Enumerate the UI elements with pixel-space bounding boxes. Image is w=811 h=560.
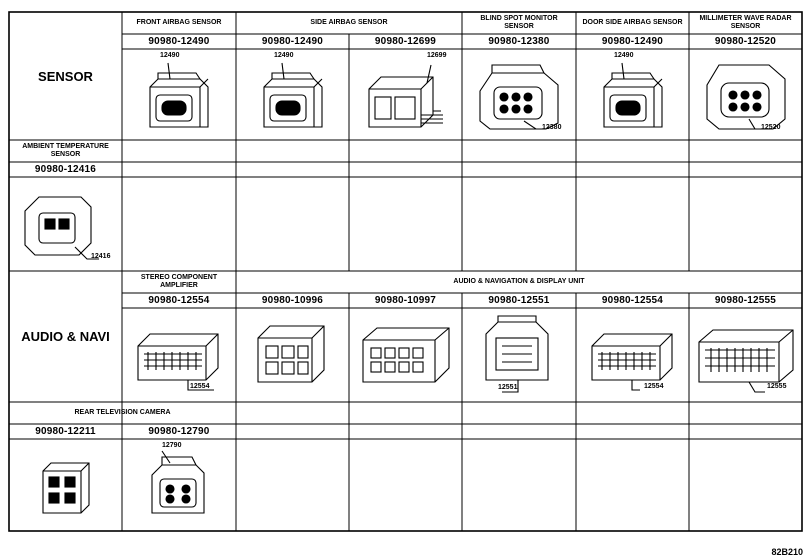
connector-illustration: 12551 (462, 308, 576, 402)
part-number: 90980-12790 (148, 426, 210, 437)
connector-illustration (349, 308, 462, 402)
callout-number: 12551 (498, 384, 518, 391)
connector-illustration: 12490 (122, 49, 236, 140)
audio-navigation-display-unit-label: AUDIO & NAVIGATION & DISPLAY UNIT (453, 278, 585, 285)
part-number: 90980-10996 (261, 295, 324, 306)
callout-number: 12380 (542, 124, 562, 131)
part-number: 90980-12490 (601, 36, 664, 47)
connector-illustration: 12790 (122, 439, 236, 531)
audio-navi-section-title: AUDIO & NAVI (21, 329, 110, 344)
callout-number: 12554 (644, 383, 664, 390)
callout-number: 12790 (162, 442, 182, 449)
callout-number: 12490 (274, 52, 294, 59)
part-number: 90980-12490 (261, 36, 324, 47)
callout-number: 12520 (761, 124, 781, 131)
blind-spot-monitor-sensor-label: BLIND SPOT MONITOR SENSOR (480, 15, 558, 30)
callout-number: 12554 (190, 383, 210, 390)
part-number: 90980-12699 (374, 36, 437, 47)
connector-illustration: 12380 (462, 49, 576, 140)
part-number: 90980-12380 (488, 36, 550, 47)
sensor-section-title: SENSOR (38, 68, 93, 84)
ambient-temperature-sensor-label: AMBIENT TEMPERATURE SENSOR (22, 143, 109, 158)
callout-number: 12490 (160, 52, 180, 59)
millimeter-wave-radar-sensor-label: MILLIMETER WAVE RADAR SENSOR (699, 15, 792, 30)
part-number: 90980-12555 (714, 295, 777, 306)
connector-illustration: 12520 (689, 49, 802, 140)
connector-illustration: 12555 (689, 308, 802, 402)
connector-illustration: 12699 (349, 49, 462, 140)
connector-illustration: 12490 (236, 49, 349, 140)
front-airbag-sensor-label: FRONT AIRBAG SENSOR (136, 19, 222, 26)
stereo-component-amplifier-label: STEREO COMPONENT AMPLIFIER (140, 274, 218, 289)
part-number: 90980-12554 (148, 295, 210, 306)
part-number: 90980-12551 (488, 295, 550, 306)
callout-number: 12416 (91, 253, 111, 260)
part-number: 90980-12211 (35, 426, 96, 437)
rear-television-camera-label: REAR TELEVISION CAMERA (74, 409, 171, 416)
connector-illustration (236, 308, 349, 402)
callout-number: 12490 (614, 52, 634, 59)
connector-illustration: 12416 (9, 177, 122, 271)
callout-number: 12555 (767, 383, 787, 390)
part-number: 90980-10997 (374, 295, 437, 306)
connector-illustration: 12554 (122, 308, 236, 402)
part-number: 90980-12490 (148, 36, 210, 47)
door-side-airbag-sensor-label: DOOR SIDE AIRBAG SENSOR (582, 19, 683, 26)
part-number: 90980-12554 (601, 295, 664, 306)
part-number: 90980-12416 (34, 164, 97, 175)
side-airbag-sensor-label: SIDE AIRBAG SENSOR (310, 19, 388, 26)
figure-reference-code: 82B210 (771, 547, 803, 557)
connector-illustration: 12490 (576, 49, 689, 140)
connector-illustration (9, 439, 122, 531)
callout-number: 12699 (427, 52, 447, 59)
connector-illustration: 12554 (576, 308, 689, 402)
part-number: 90980-12520 (714, 36, 777, 47)
